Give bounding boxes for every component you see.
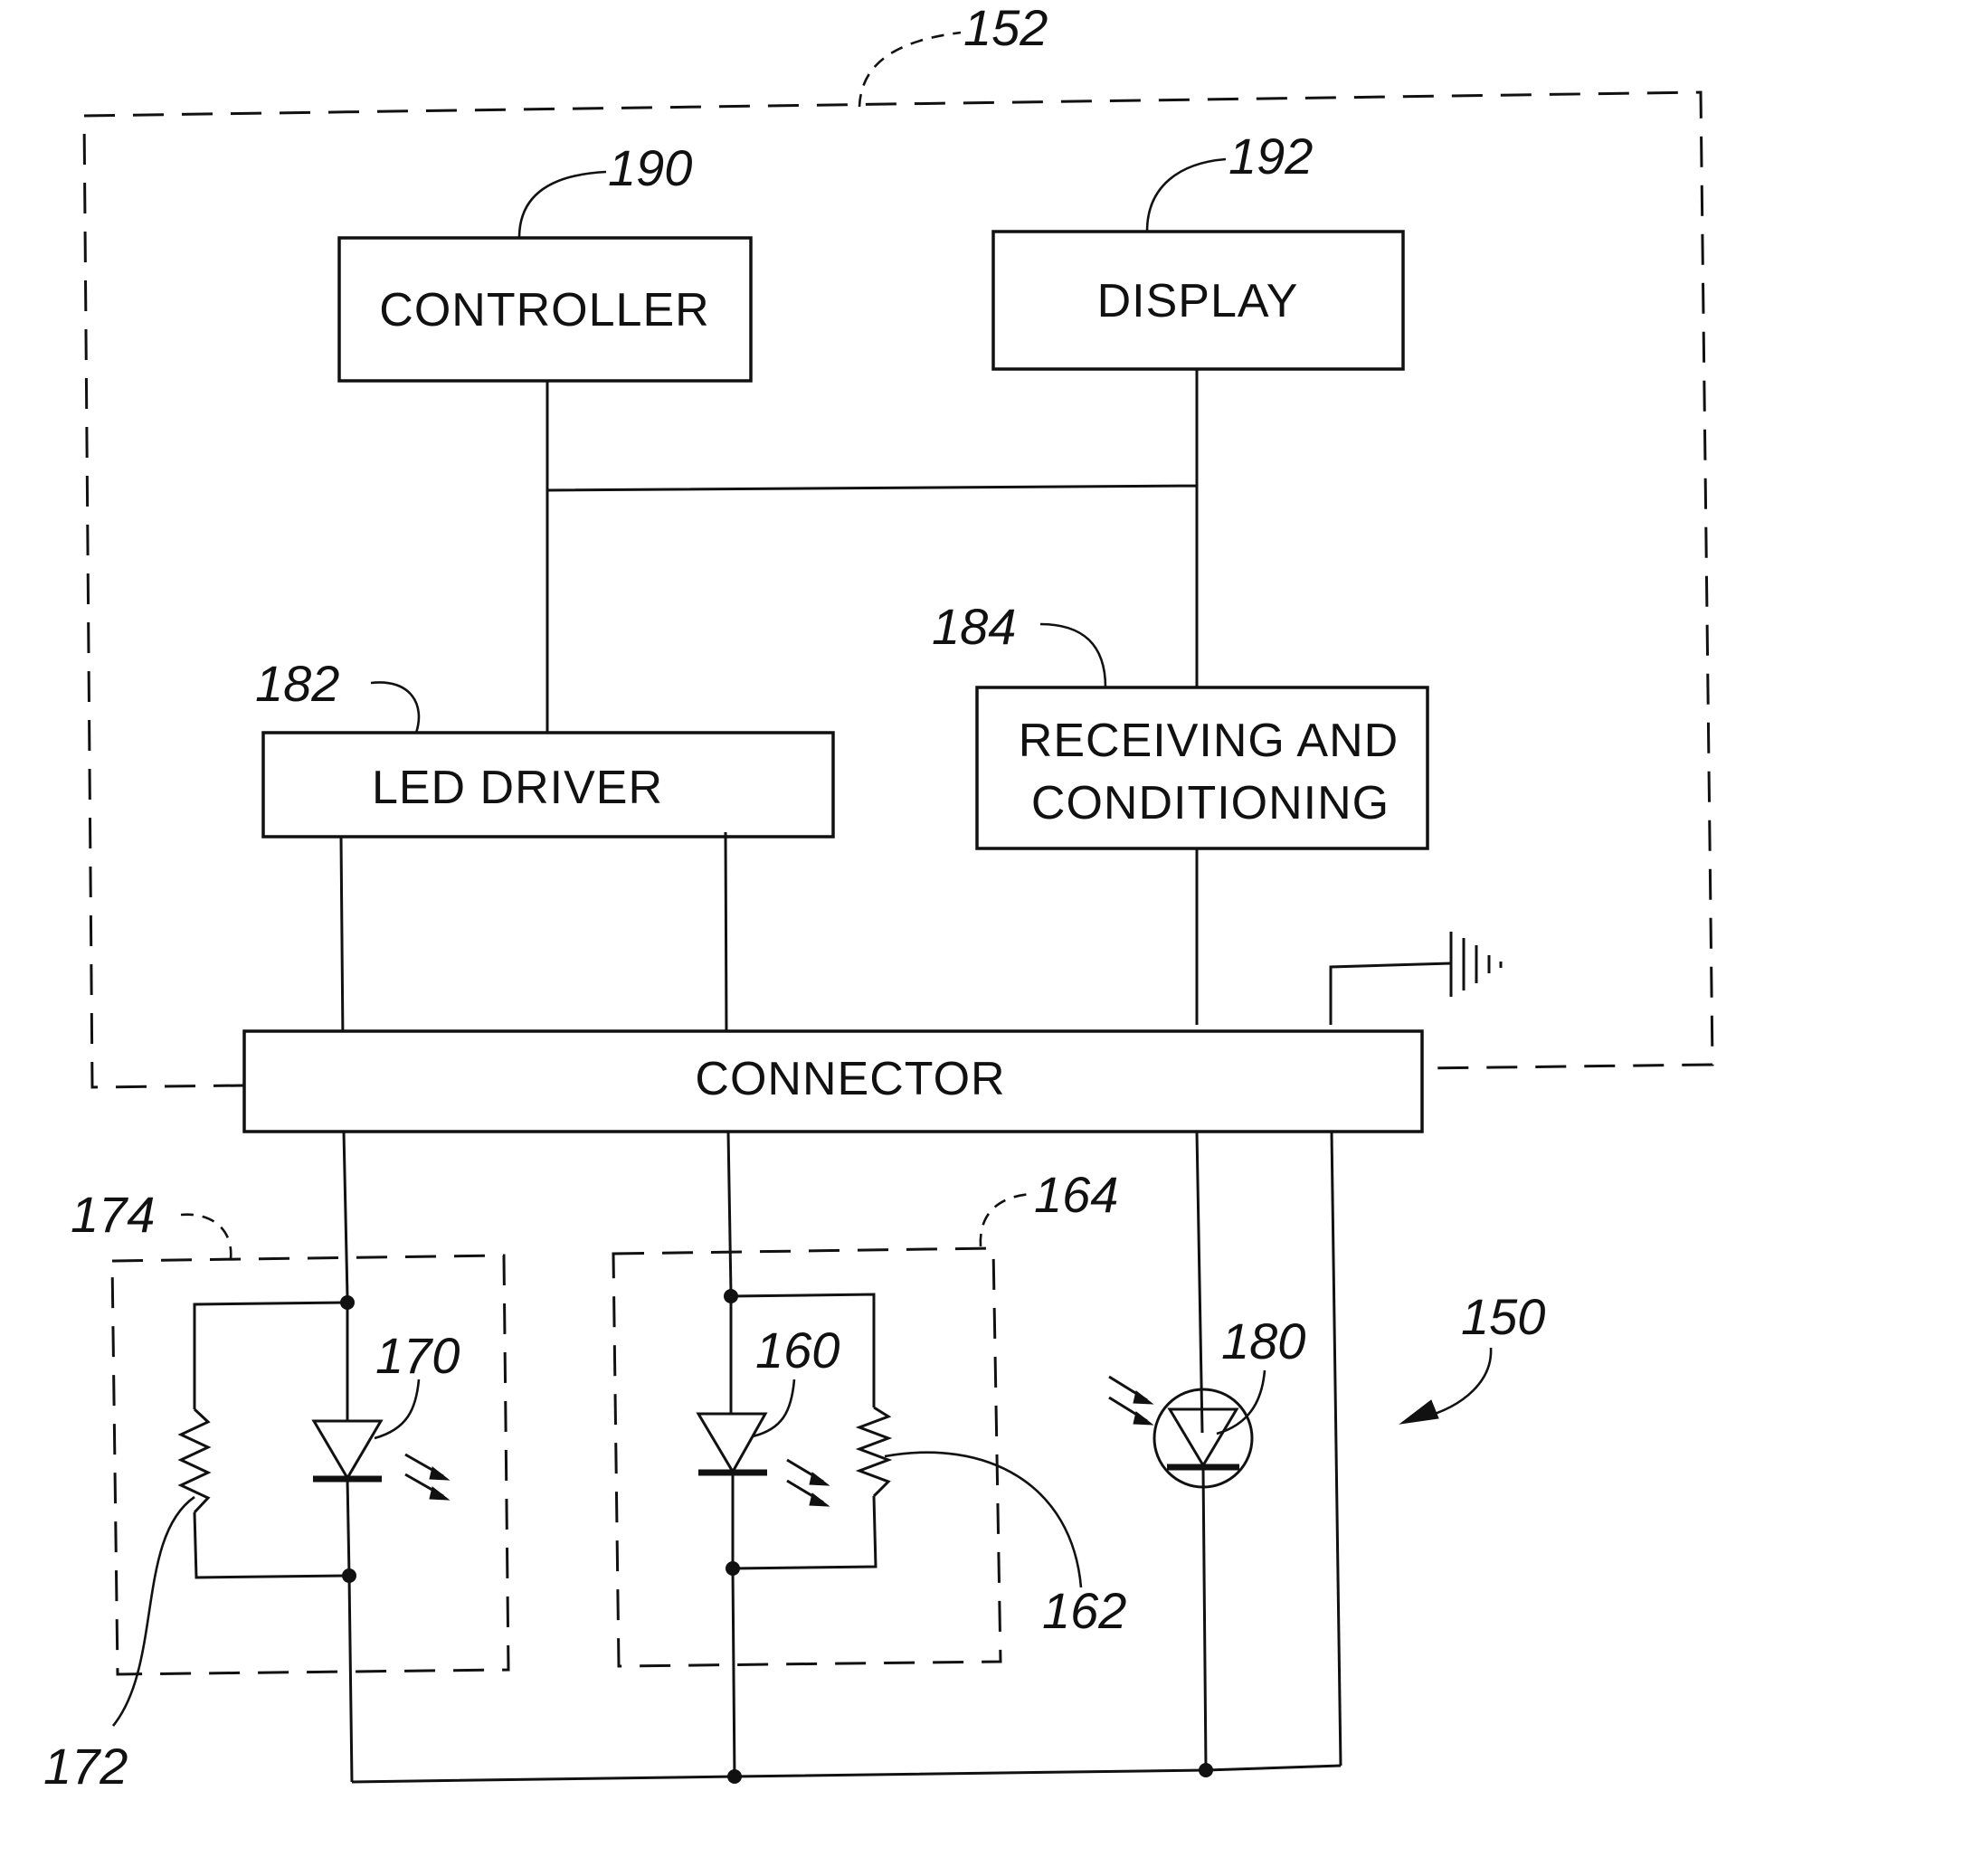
node-dot <box>726 1561 740 1576</box>
ref-164: 164 <box>1034 1166 1118 1223</box>
photodiode-wire <box>1203 1467 1206 1768</box>
node-dot <box>342 1568 356 1583</box>
led-driver-label: LED DRIVER <box>372 762 663 814</box>
display-label: DISPLAY <box>1097 275 1299 327</box>
module-174-wiring <box>194 1303 352 1782</box>
controller-display-bus <box>547 369 1197 733</box>
ref-192: 192 <box>1228 128 1313 185</box>
led-170-icon <box>313 1421 382 1479</box>
leader-184 <box>1040 624 1105 687</box>
lower-wires <box>344 1132 1341 1766</box>
ref-162: 162 <box>1042 1582 1126 1639</box>
ref-160: 160 <box>755 1322 839 1379</box>
ref-190: 190 <box>608 139 692 196</box>
emission-arrows-icon <box>405 1454 449 1500</box>
receiving-label-line2: CONDITIONING <box>1031 777 1390 829</box>
leader-192 <box>1147 159 1226 232</box>
node-dot <box>724 1289 738 1303</box>
ground-icon <box>1451 932 1501 997</box>
receiving-label-line1: RECEIVING AND <box>1019 715 1399 767</box>
ref-170: 170 <box>375 1327 460 1384</box>
ref-182: 182 <box>255 655 339 712</box>
ref-180: 180 <box>1221 1312 1305 1369</box>
leader-182 <box>371 682 419 733</box>
module-174-boundary <box>112 1255 508 1674</box>
ref-152: 152 <box>963 0 1048 56</box>
leader-164 <box>981 1194 1031 1246</box>
ref-150: 150 <box>1461 1288 1545 1345</box>
return-bus <box>352 1766 1341 1782</box>
leader-190 <box>519 172 606 238</box>
ref-174: 174 <box>71 1186 155 1243</box>
ref-172: 172 <box>43 1738 128 1795</box>
ref-184: 184 <box>932 598 1016 655</box>
node-dot <box>340 1295 355 1310</box>
leader-174 <box>181 1215 231 1259</box>
node-dot <box>727 1769 742 1784</box>
connector-label: CONNECTOR <box>695 1053 1005 1105</box>
module-164-boundary <box>613 1248 1001 1666</box>
led-160-icon <box>698 1414 767 1473</box>
resistor-172-icon <box>181 1409 208 1512</box>
enclosure-152 <box>84 92 1712 1087</box>
arrowhead-150 <box>1400 1400 1438 1424</box>
leader-172 <box>113 1497 194 1726</box>
incident-arrows-icon <box>1109 1377 1152 1425</box>
controller-label: CONTROLLER <box>379 284 709 336</box>
leader-162 <box>885 1453 1081 1587</box>
leader-180 <box>1217 1370 1265 1434</box>
node-dot <box>1199 1763 1213 1777</box>
resistor-162-icon <box>859 1407 888 1496</box>
driver-to-connector-wires <box>341 832 1197 1042</box>
leader-152 <box>859 33 961 107</box>
leader-170 <box>375 1379 419 1438</box>
ground-wire <box>1331 963 1451 1025</box>
emission-arrows-icon <box>787 1460 829 1506</box>
